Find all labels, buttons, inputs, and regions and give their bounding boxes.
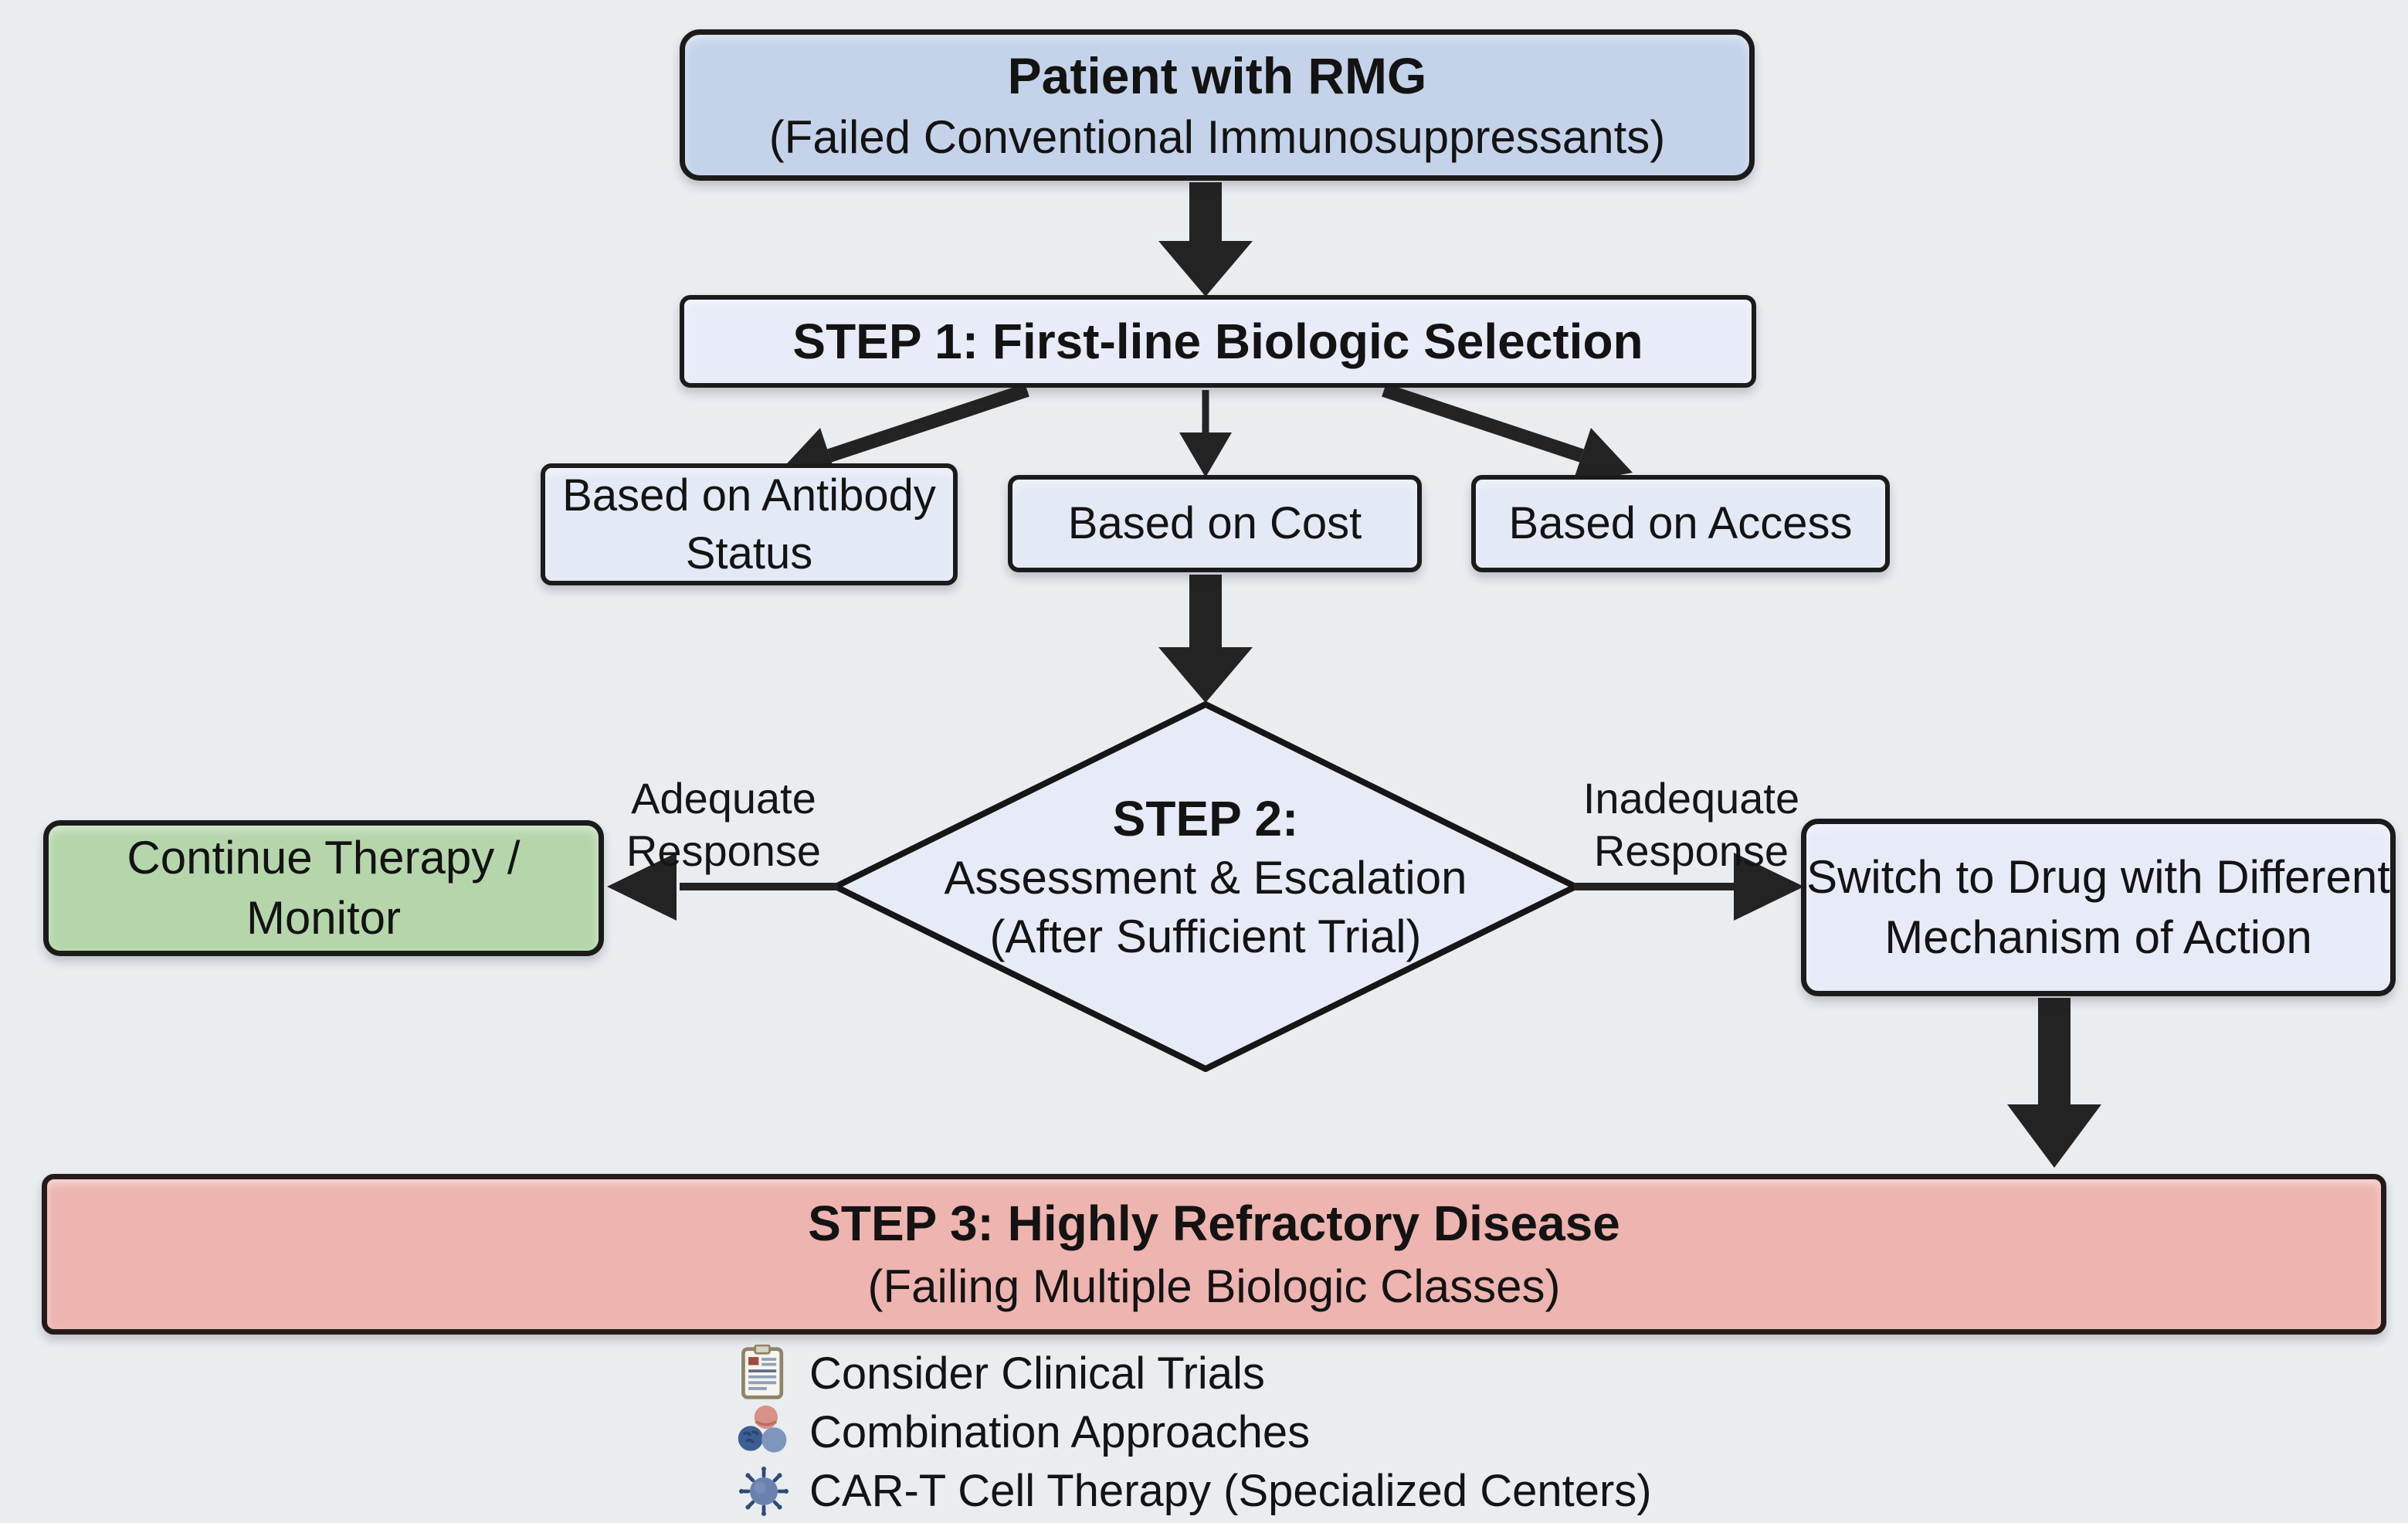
patient-title: Patient with RMG [1007,47,1427,105]
node-step3: STEP 3: Highly Refractory Disease (Faili… [42,1174,2386,1335]
list-item-label: Consider Clinical Trials [809,1348,1265,1399]
step2-line3: (After Sufficient Trial) [989,910,1422,962]
arrow-cost-to-step2 [1158,575,1253,703]
list-item: CAR-T Cell Therapy (Specialized Centers) [735,1463,1652,1518]
combination-cells-icon [735,1403,792,1460]
arrow-step2-to-continue-head [607,853,677,921]
node-patient-rmg: Patient with RMG (Failed Conventional Im… [680,29,1755,181]
arrow-step2-to-switch-head [1734,853,1804,921]
list-item: Consider Clinical Trials [735,1345,1652,1401]
step3-title: STEP 3: Highly Refractory Disease [808,1196,1620,1252]
car-t-cell-icon [735,1462,792,1519]
step1-title: STEP 1: First-line Biologic Selection [792,314,1643,369]
arrow-step1-to-antibody [827,383,1029,463]
step3-subtitle: (Failing Multiple Biologic Classes) [867,1260,1561,1312]
arrow-step1-to-access-head [1572,428,1633,483]
node-step1: STEP 1: First-line Biologic Selection [680,295,1756,388]
node-step2-text: STEP 2: Assessment & Escalation (After S… [897,789,1514,966]
step3-options-list: Consider Clinical Trials Combination App… [735,1345,1652,1518]
step2-line2: Assessment & Escalation [944,851,1467,904]
arrow-step1-to-access [1382,383,1584,463]
node-based-on-antibody-status: Based on Antibody Status [541,463,958,585]
node-switch-drug-mechanism: Switch to Drug with Different Mechanism … [1801,819,2396,996]
node-based-on-access: Based on Access [1471,475,1890,572]
node-based-on-cost: Based on Cost [1008,475,1422,572]
patient-subtitle: (Failed Conventional Immunosuppressants) [768,110,1666,163]
arrow-patient-to-step1 [1158,182,1253,297]
label-inadequate-response: Inadequate Response [1582,774,1800,876]
node-continue-therapy-monitor: Continue Therapy / Monitor [43,820,604,956]
arrow-step1-to-cost-head [1179,432,1232,477]
label-adequate-response: Adequate Response [626,774,822,876]
step2-diamond-shape [833,701,1579,1072]
list-item-label: Combination Approaches [809,1406,1311,1457]
clipboard-icon [735,1345,792,1402]
arrow-switch-to-step3 [2007,998,2101,1168]
list-item-label: CAR-T Cell Therapy (Specialized Centers) [809,1465,1652,1516]
list-item: Combination Approaches [735,1404,1652,1460]
step2-title: STEP 2: [1112,791,1299,846]
